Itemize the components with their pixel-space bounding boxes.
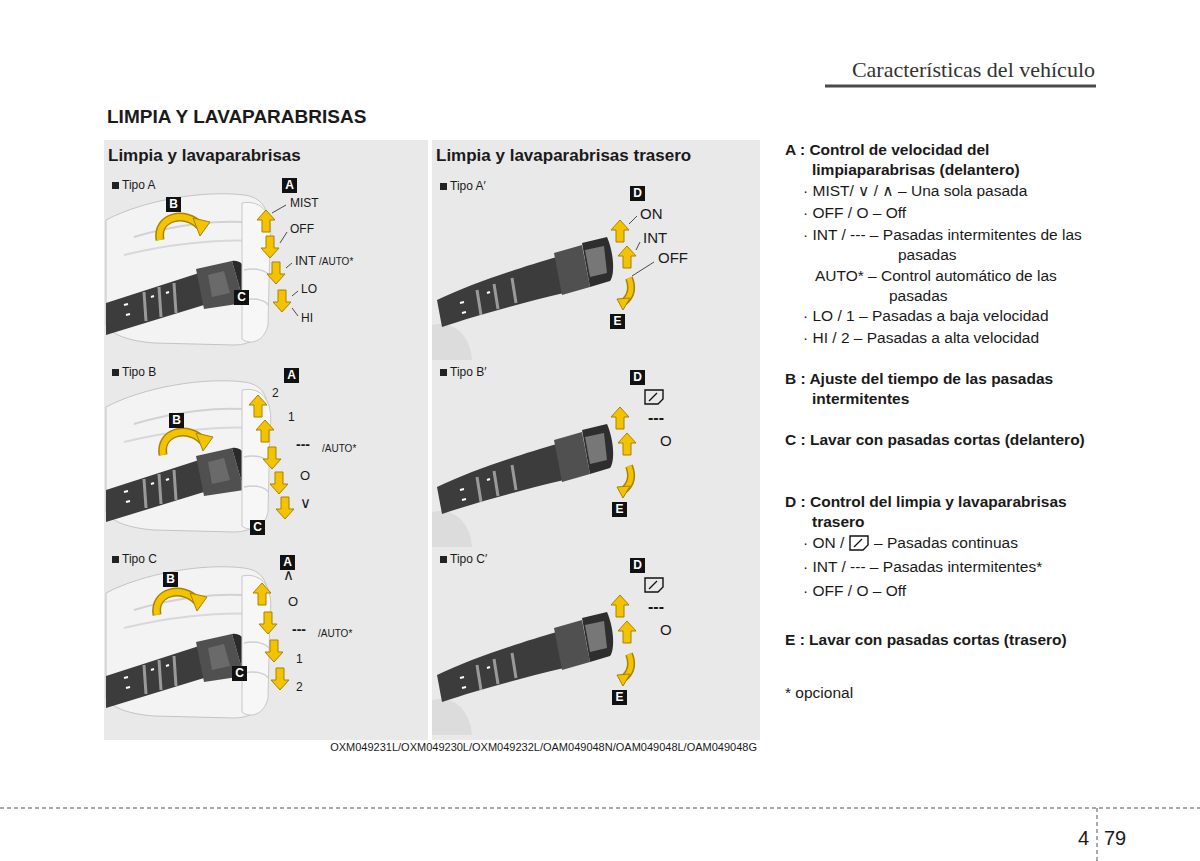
callout-letter: D xyxy=(630,558,645,573)
text-label: 79 xyxy=(1104,826,1126,851)
callout-letter-text: C xyxy=(235,666,244,681)
text-label: · INT / --- – Pasadas intermitentes* xyxy=(803,557,1097,577)
callout-letter: B xyxy=(163,572,178,587)
callout-letter-text: B xyxy=(172,413,181,428)
callout-letter-text: C xyxy=(237,290,246,305)
callout-label: OFF xyxy=(290,222,314,237)
illustration-panel: Limpia y lavaparabrisas traseroD E D E D E Tip… xyxy=(432,140,760,740)
callout-label: MIST xyxy=(290,196,319,211)
callout-letter: A xyxy=(284,368,299,383)
callout-label: LO xyxy=(301,282,317,297)
text-label: OXM049231L/OXM049230L/OXM049232L/OAM0490… xyxy=(330,741,757,755)
text-label: – Pasadas continuas xyxy=(874,533,1018,552)
callout-label: O xyxy=(288,594,298,610)
text-label: C : Lavar con pasadas cortas (delantero) xyxy=(785,430,1097,450)
callout-letter-text: D xyxy=(633,370,642,385)
text-label: AUTO* – Control automático de las pasada… xyxy=(815,266,1097,306)
panel-heading: Limpia y lavaparabrisas xyxy=(108,146,301,166)
callout-label: INT xyxy=(295,253,316,269)
callout-label: --- xyxy=(648,597,664,617)
callout-letter-text: E xyxy=(615,690,623,705)
callout-letter-text: E xyxy=(613,314,621,329)
callout-letter: C xyxy=(232,666,247,681)
text-label: · ON / xyxy=(803,533,844,552)
callout-label: O xyxy=(300,468,310,484)
text-label: · HI / 2 – Pasadas a alta velocidad xyxy=(803,328,1097,348)
callout-label: ON xyxy=(640,205,663,224)
callout-letter: E xyxy=(610,314,625,329)
callout-label: 1 xyxy=(288,410,295,425)
page-divider xyxy=(1097,808,1098,861)
callout-letter: B xyxy=(166,197,181,212)
callout-label: --- xyxy=(296,436,310,454)
rear-wiper-icon xyxy=(849,535,869,551)
callout-letter: C xyxy=(234,290,249,305)
callout-label: OFF xyxy=(658,249,688,268)
callout-label: /AUTO* xyxy=(319,256,353,269)
text-label: Características del vehículo xyxy=(852,56,1095,84)
text-label: * opcional xyxy=(785,683,853,702)
text-label: A : Control de velocidad del limpiaparab… xyxy=(785,140,1097,180)
callout-letter-text: E xyxy=(615,502,623,517)
text-label: · OFF / O – Off xyxy=(803,203,1097,223)
callout-letter-text: B xyxy=(166,572,175,587)
text-label: E : Lavar con pasadas cortas (trasero) xyxy=(785,630,1097,650)
callout-label: --- xyxy=(648,408,664,428)
callout-letter-text: B xyxy=(169,197,178,212)
callout-label: ∨ xyxy=(300,494,311,513)
illustration-panel: Limpia y lavaparabrisasABCABCABCTipo AMI… xyxy=(104,140,428,740)
callout-letter-text: D xyxy=(633,186,642,201)
callout-label: Tipo B xyxy=(122,365,156,380)
text-label: 4 xyxy=(1078,826,1089,851)
callout-letter-text: D xyxy=(633,558,642,573)
rear-wiper-illustration xyxy=(432,140,760,740)
footer-rule xyxy=(0,808,1200,809)
callout-label: Tipo C′ xyxy=(450,552,487,567)
text-label: · OFF / O – Off xyxy=(803,581,1097,601)
text-label: B : Ajuste del tiempo de las pasadas int… xyxy=(785,369,1097,409)
text-label: D : Control del limpia y lavaparabrisas … xyxy=(785,492,1097,532)
callout-letter: D xyxy=(630,370,645,385)
callout-label: ∧ xyxy=(283,566,294,585)
text-label: · MIST/ ∨ / ∧ – Una sola pasada xyxy=(803,181,1097,201)
panel-heading: Limpia y lavaparabrisas trasero xyxy=(436,146,691,166)
callout-label: INT xyxy=(643,229,667,248)
callout-label: 2 xyxy=(272,386,279,401)
callout-label: Tipo B′ xyxy=(450,365,487,380)
callout-label: Tipo A′ xyxy=(450,179,486,194)
callout-label: O xyxy=(660,621,672,640)
callout-label: 2 xyxy=(296,680,303,695)
callout-letter: D xyxy=(630,186,645,201)
callout-label: 1 xyxy=(296,652,303,667)
page-title: LIMPIA Y LAVAPARABRISAS xyxy=(107,106,366,128)
callout-letter: E xyxy=(612,502,627,517)
callout-label: --- xyxy=(292,621,306,639)
callout-letter-text: C xyxy=(253,520,262,535)
callout-label: O xyxy=(660,432,672,451)
callout-letter-text: A xyxy=(287,368,296,383)
callout-letter: C xyxy=(250,520,265,535)
callout-label: Tipo C xyxy=(122,552,157,567)
callout-letter: B xyxy=(169,413,184,428)
text-label: · LO / 1 – Pasadas a baja velocidad xyxy=(803,306,1097,326)
callout-label: Tipo A xyxy=(122,178,156,193)
callout-letter: A xyxy=(282,178,297,193)
text-label: · INT / --- – Pasadas intermitentes de l… xyxy=(803,225,1097,265)
header-rule xyxy=(825,85,1096,88)
callout-label: /AUTO* xyxy=(318,628,352,641)
callout-letter-text: A xyxy=(285,178,294,193)
callout-label: HI xyxy=(301,311,313,326)
callout-label: /AUTO* xyxy=(322,443,356,456)
front-wiper-illustration xyxy=(104,140,428,740)
callout-letter: E xyxy=(612,690,627,705)
